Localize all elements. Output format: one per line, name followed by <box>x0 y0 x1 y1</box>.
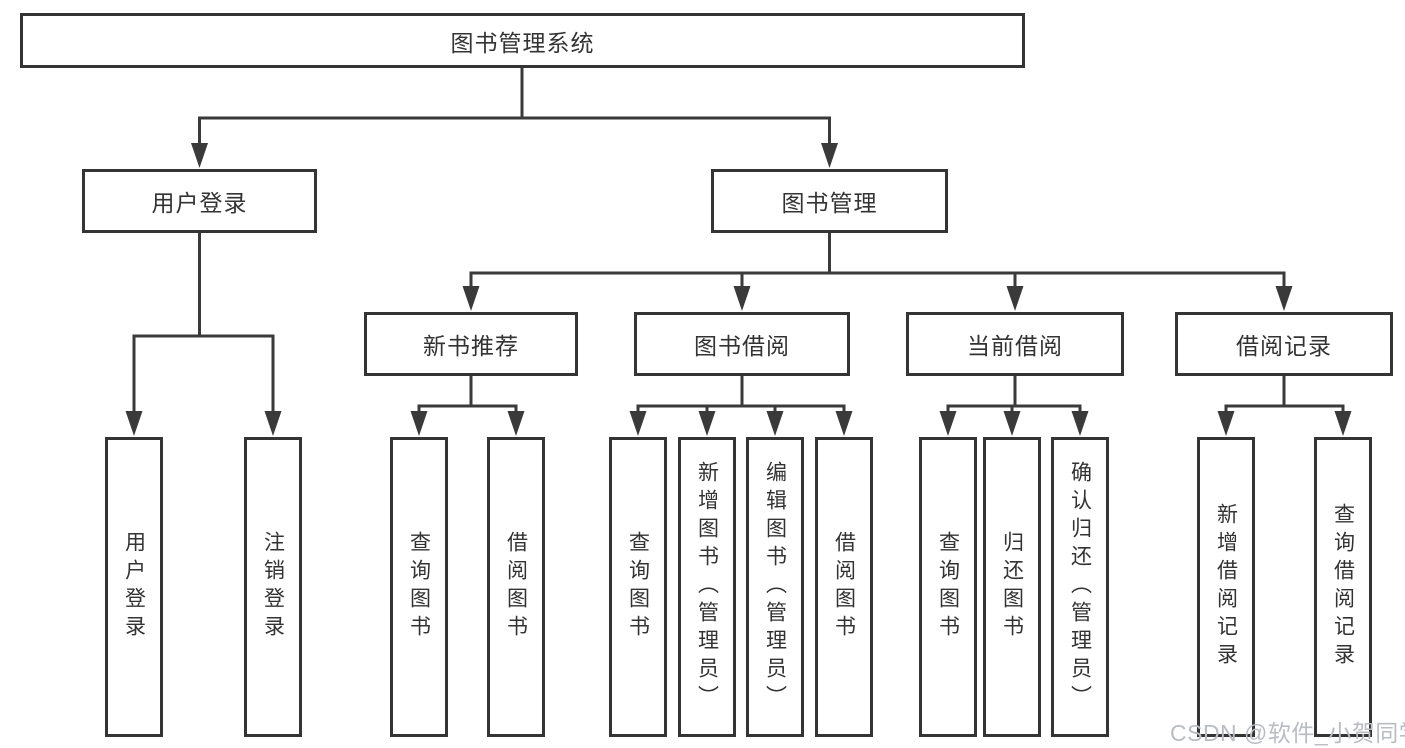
leaf-label: 查询图书 <box>626 531 650 643</box>
leaf-label: 借阅图书 <box>504 531 528 643</box>
node-borrowing-records: 借阅记录 <box>1175 312 1393 376</box>
leaf-add-borrow-record: 新增借阅记录 <box>1197 437 1255 737</box>
leaf-query-books-recommend: 查询图书 <box>390 437 448 737</box>
leaf-user-login: 用户登录 <box>105 437 163 737</box>
leaf-label: 确认归还（管理员） <box>1068 461 1092 713</box>
node-current-borrowing: 当前借阅 <box>906 312 1124 376</box>
leaf-label: 新增借阅记录 <box>1214 503 1238 671</box>
leaf-label: 查询图书 <box>936 531 960 643</box>
leaf-query-borrow-record: 查询借阅记录 <box>1314 437 1372 737</box>
node-new-book-recommendation: 新书推荐 <box>364 312 578 376</box>
leaf-logout: 注销登录 <box>244 437 302 737</box>
leaf-label: 查询借阅记录 <box>1331 503 1355 671</box>
leaf-add-books-admin: 新增图书（管理员） <box>678 437 736 737</box>
node-label: 图书管理系统 <box>450 29 595 56</box>
leaf-label: 借阅图书 <box>832 531 856 643</box>
leaf-label: 编辑图书（管理员） <box>763 461 787 713</box>
node-book-management: 图书管理 <box>711 169 948 233</box>
leaf-label: 归还图书 <box>1000 531 1024 643</box>
leaf-borrow-books-recommend: 借阅图书 <box>487 437 545 737</box>
node-label: 图书借阅 <box>694 333 790 359</box>
node-label: 用户登录 <box>151 190 248 216</box>
leaf-borrow-books: 借阅图书 <box>815 437 873 737</box>
leaf-label: 查询图书 <box>407 531 431 643</box>
node-label: 借阅记录 <box>1236 333 1332 359</box>
node-label: 当前借阅 <box>967 333 1063 359</box>
node-library-system: 图书管理系统 <box>20 13 1025 68</box>
leaf-label: 用户登录 <box>122 531 146 643</box>
leaf-label: 新增图书（管理员） <box>695 461 719 713</box>
leaf-confirm-return-admin: 确认归还（管理员） <box>1051 437 1109 737</box>
node-label: 新书推荐 <box>423 333 519 359</box>
leaf-return-books: 归还图书 <box>983 437 1041 737</box>
node-user-login: 用户登录 <box>82 169 317 233</box>
leaf-label: 注销登录 <box>261 531 285 643</box>
leaf-edit-books-admin: 编辑图书（管理员） <box>746 437 804 737</box>
leaf-query-books-current: 查询图书 <box>919 437 977 737</box>
node-book-borrowing: 图书借阅 <box>634 312 850 376</box>
leaf-query-books-borrow: 查询图书 <box>609 437 667 737</box>
csdn-watermark: CSDN @软件_小贺同学 <box>1170 720 1405 746</box>
node-label: 图书管理 <box>781 190 878 216</box>
